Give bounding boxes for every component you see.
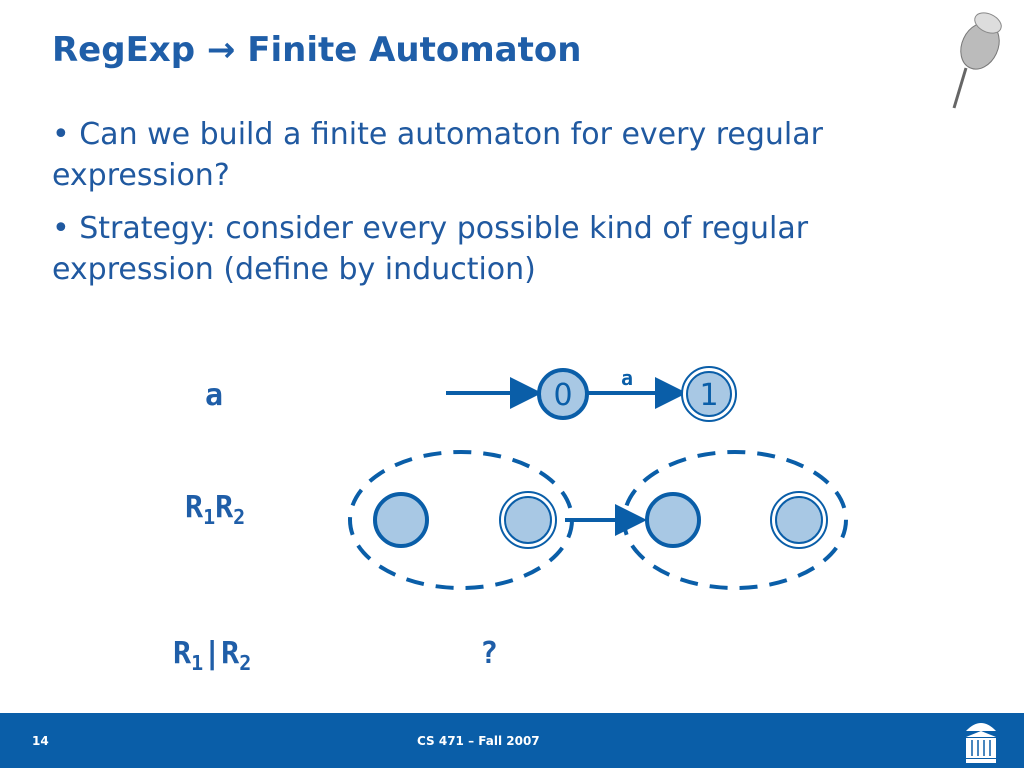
r1: R: [185, 490, 204, 525]
sub1: 1: [203, 505, 216, 529]
automaton-diagram: 0 1 a: [348, 366, 848, 590]
r1-final-state: [504, 496, 552, 544]
state-1-label: 1: [699, 378, 718, 413]
r2-start-state: [645, 492, 701, 548]
course-label: CS 471 – Fall 2007: [417, 734, 540, 748]
state-0-label: 0: [553, 378, 572, 413]
state-0: [537, 368, 589, 420]
bullet-1: • Can we build a finite automaton for ev…: [52, 117, 823, 193]
slide-title: RegExp → Finite Automaton: [52, 30, 582, 70]
r2-final-state: [775, 496, 823, 544]
page-number: 14: [32, 734, 49, 748]
university-logo-icon: [966, 723, 996, 763]
sub2: 2: [239, 651, 252, 675]
bar: |: [203, 636, 222, 671]
label-unknown: ?: [480, 636, 499, 671]
state-1: [686, 371, 732, 417]
bullet-2: • Strategy: consider every possible kind…: [52, 211, 809, 287]
sub1: 1: [191, 651, 204, 675]
sub2: 2: [233, 505, 246, 529]
edge-label: a: [621, 366, 633, 390]
r1-start-state: [373, 492, 429, 548]
footer: 14 CS 471 – Fall 2007: [0, 713, 1024, 768]
r2: R: [215, 490, 234, 525]
label-a: a: [205, 378, 224, 413]
label-union: R1|R2: [173, 636, 251, 675]
label-concat: R1R2: [185, 490, 245, 529]
pushpin-icon: [952, 12, 1002, 109]
r2: R: [221, 636, 240, 671]
r1: R: [173, 636, 192, 671]
